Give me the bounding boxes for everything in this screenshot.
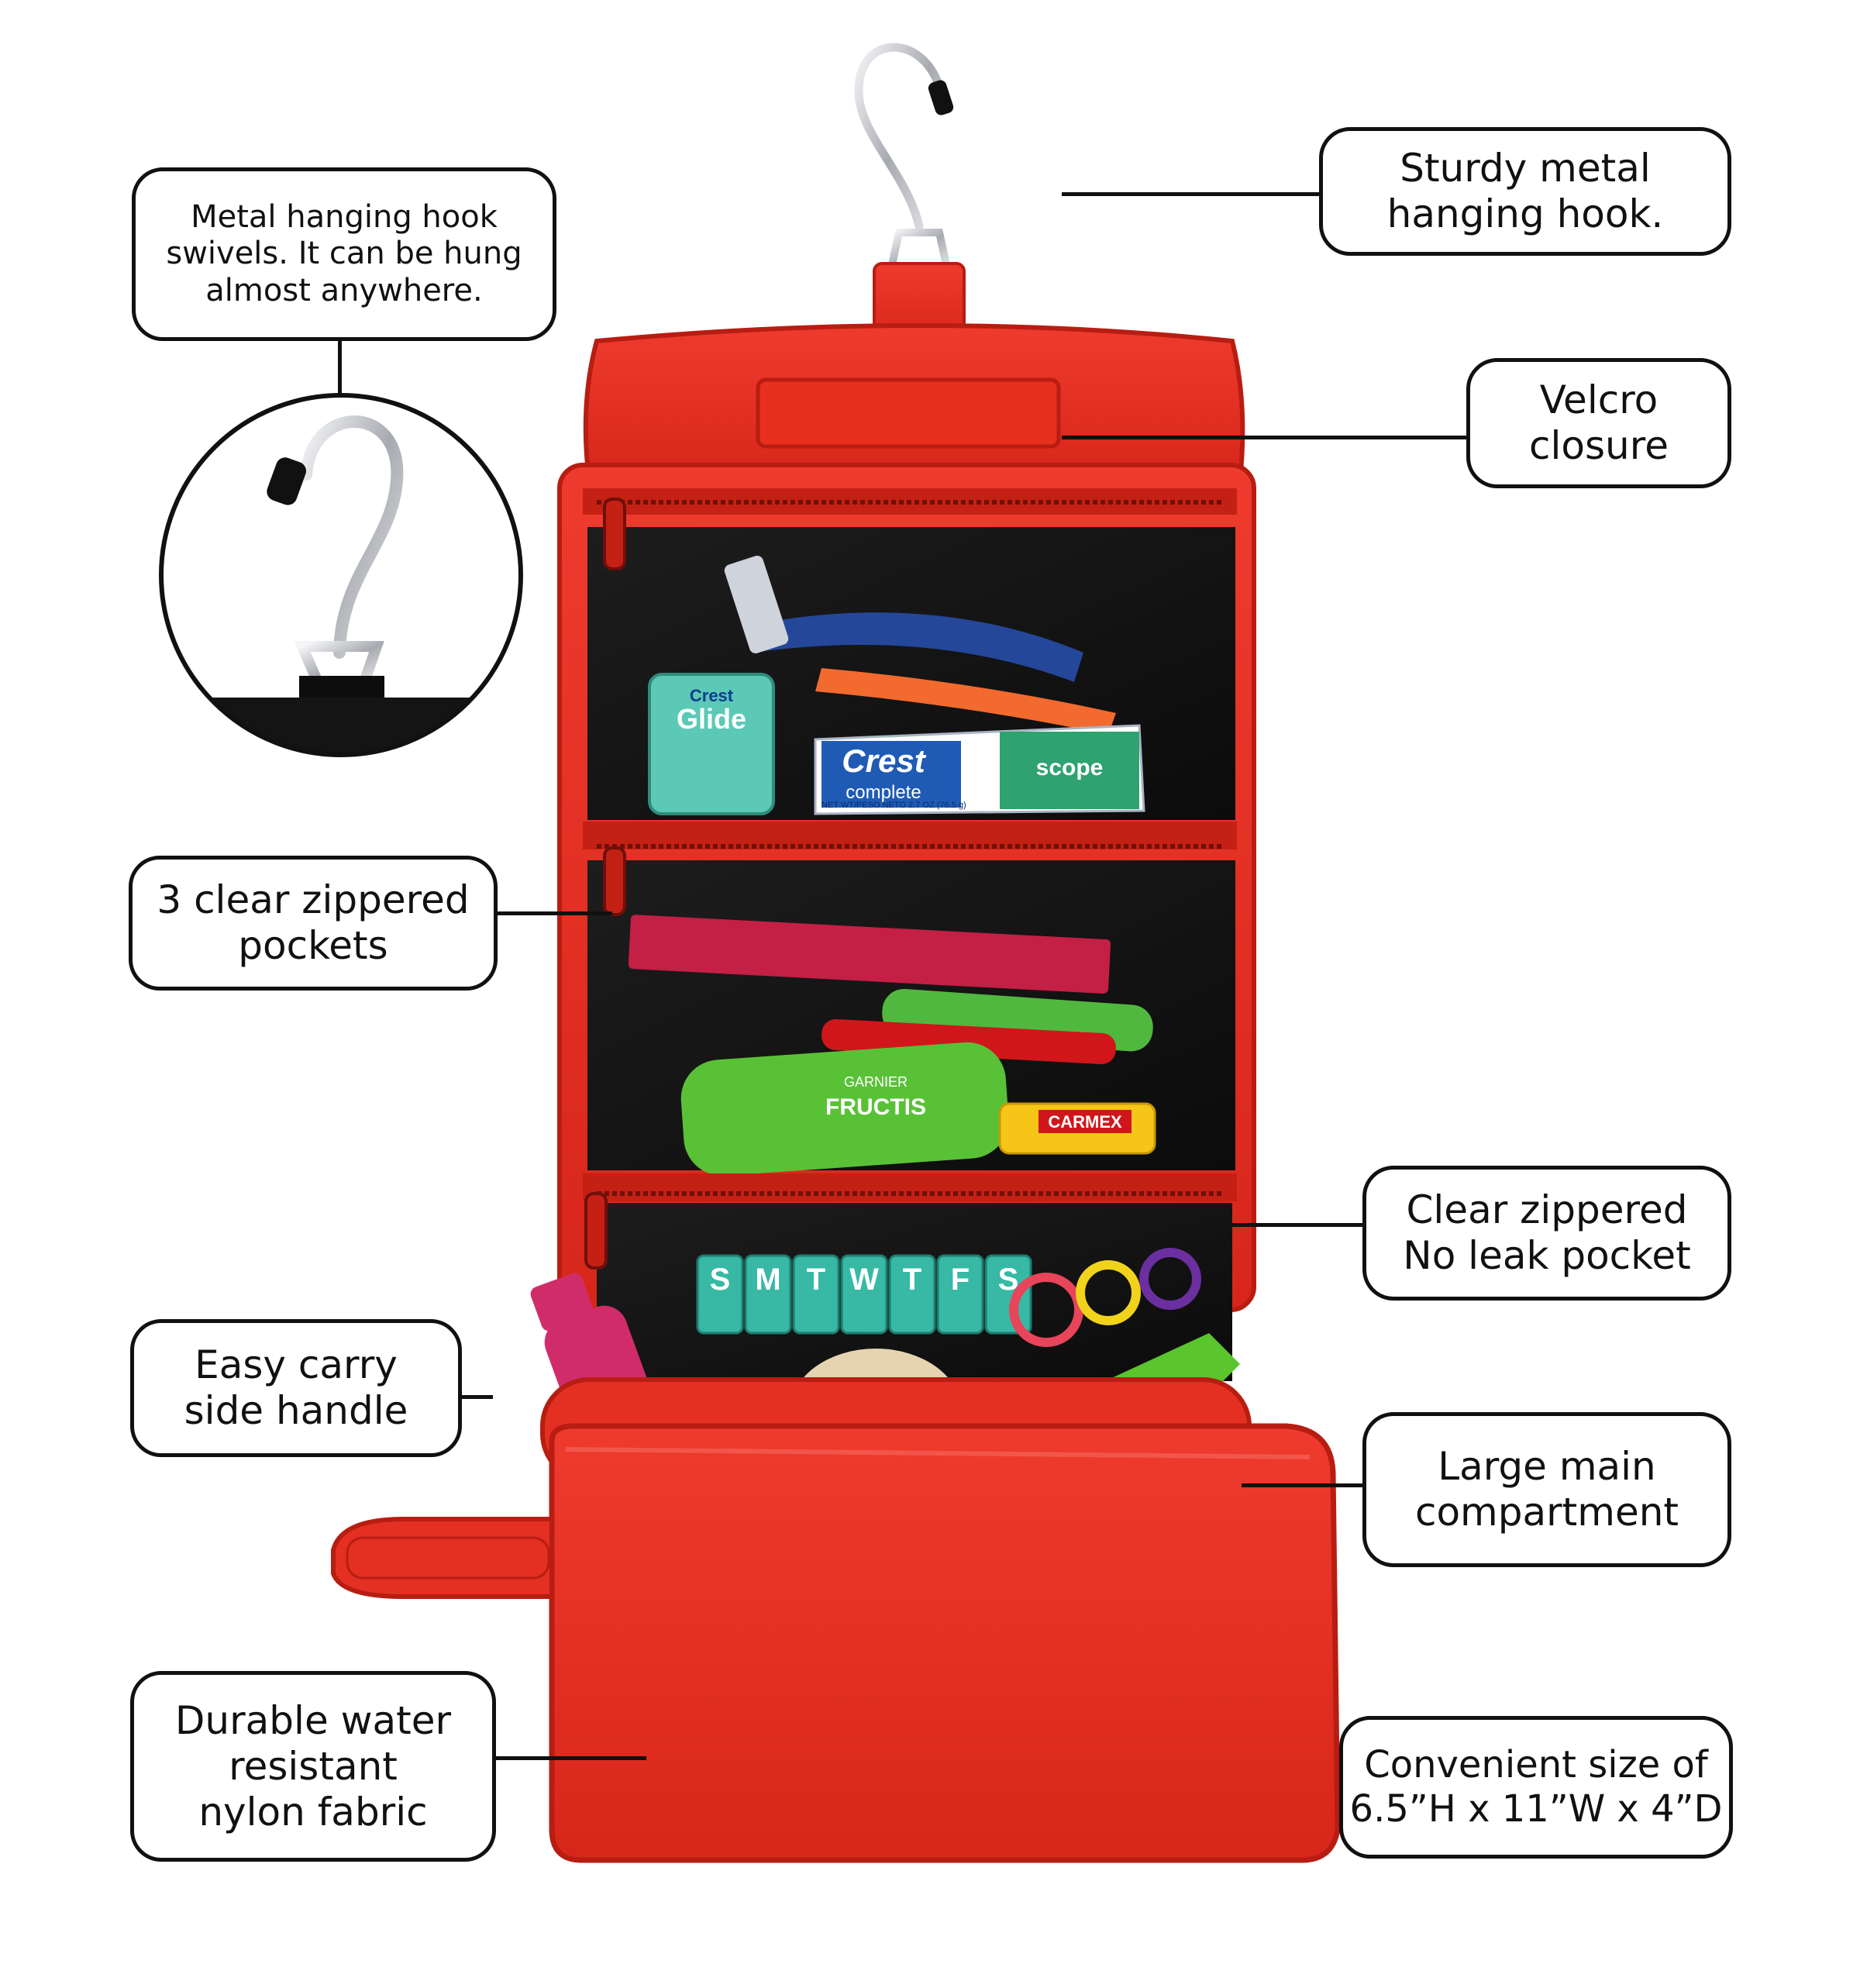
velcro-strip: [756, 377, 1061, 449]
pill-compartment: [696, 1254, 744, 1335]
callout-main-compartment-line-2: compartment: [1414, 1490, 1679, 1535]
shampoo-bottle: GARNIER FRUCTIS: [680, 1042, 1009, 1177]
callout-zippered-pockets-line-2: pockets: [238, 923, 388, 968]
pill-compartment: [984, 1254, 1032, 1335]
zipper-pull-icon: [603, 846, 626, 916]
toothpaste-fine-print: NET WT/PESO NETO 2.7 OZ (76.5 g): [822, 801, 966, 810]
callout-size: Convenient size of 6.5”H x 11”W x 4”D: [1339, 1716, 1733, 1859]
lip-balm-name: CARMEX: [1048, 1112, 1122, 1132]
clear-pocket-1: Crest Glide Crest complete scope NET WT/…: [583, 488, 1237, 820]
zipper-pull-icon: [584, 1192, 608, 1270]
leader-line-swivel: [338, 338, 342, 397]
floss-container: Crest Glide: [648, 673, 775, 815]
pill-compartment: [744, 1254, 792, 1335]
leader-line-no-leak: [1232, 1223, 1362, 1227]
pill-compartment: [936, 1254, 984, 1335]
pill-day-label: T: [807, 1263, 825, 1297]
callout-velcro: Velcro closure: [1466, 358, 1731, 488]
callout-side-handle-line-1: Easy carry: [195, 1342, 398, 1387]
callout-swivel-hook-line-1: Metal hanging hook: [191, 199, 498, 236]
pill-compartment: [888, 1254, 936, 1335]
hanging-hook-icon: [854, 43, 966, 343]
floss-brand: Crest: [690, 686, 734, 705]
leader-line-handle: [460, 1395, 493, 1399]
toothpaste-line: complete: [846, 782, 921, 803]
callout-side-handle-line-2: side handle: [184, 1388, 408, 1433]
hook-detail-icon: [300, 415, 404, 659]
callout-no-leak-pocket-line-1: Clear zippered: [1406, 1187, 1688, 1232]
callout-velcro-line-1: Velcro: [1539, 377, 1658, 422]
callout-main-compartment-line-1: Large main: [1438, 1444, 1656, 1489]
leader-line-compartment: [1242, 1483, 1362, 1487]
shampoo-brand: GARNIER: [844, 1074, 908, 1090]
upper-flap: [583, 323, 1245, 483]
leader-line-fabric: [494, 1756, 646, 1760]
callout-fabric-line-1: Durable water: [174, 1697, 452, 1743]
leader-line-pockets: [496, 911, 612, 915]
callout-swivel-hook-line-3: almost anywhere.: [205, 272, 483, 308]
callout-zippered-pockets: 3 clear zippered pockets: [129, 856, 498, 991]
callout-swivel-hook-line-2: swivels. It can be hung: [166, 236, 522, 272]
callout-size-line-2: 6.5”H x 11”W x 4”D: [1349, 1787, 1723, 1831]
callout-swivel-hook: Metal hanging hook swivels. It can be hu…: [132, 167, 556, 341]
callout-zippered-pockets-line-1: 3 clear zippered: [157, 877, 470, 922]
callout-fabric-line-2: resistant: [229, 1743, 398, 1789]
callout-no-leak-pocket: Clear zippered No leak pocket: [1362, 1166, 1731, 1301]
hook-detail-inset: [159, 393, 523, 757]
callout-velcro-line-2: closure: [1529, 423, 1669, 468]
toothpaste-tube: Crest complete scope NET WT/PESO NETO 2.…: [814, 724, 1145, 815]
callout-fabric-line-3: nylon fabric: [198, 1789, 428, 1835]
callout-metal-hook: Sturdy metal hanging hook.: [1319, 127, 1731, 256]
callout-metal-hook-line-1: Sturdy metal: [1400, 146, 1651, 191]
pill-day-label: T: [903, 1263, 921, 1297]
callout-size-line-1: Convenient size of: [1364, 1743, 1708, 1787]
pill-day-label: F: [951, 1263, 970, 1297]
leader-line-metal-hook: [1062, 192, 1319, 196]
toothpaste-brand: Crest: [842, 742, 926, 779]
floss-name: Glide: [677, 703, 746, 735]
zipper-pull-icon: [603, 498, 626, 570]
callout-main-compartment: Large main compartment: [1362, 1412, 1731, 1567]
pill-day-label: M: [755, 1263, 780, 1297]
side-handle: [331, 1517, 554, 1599]
callout-metal-hook-line-2: hanging hook.: [1386, 191, 1664, 236]
toothpaste-flavor: scope: [1036, 755, 1104, 780]
lip-balm: CARMEX: [998, 1102, 1156, 1155]
callout-fabric: Durable water resistant nylon fabric: [130, 1671, 496, 1862]
leader-line-velcro: [1062, 436, 1466, 439]
main-compartment: [540, 1377, 1341, 1863]
shampoo-name: FRUCTIS: [825, 1094, 926, 1120]
callout-no-leak-pocket-line-2: No leak pocket: [1403, 1233, 1691, 1278]
pill-day-label: W: [849, 1263, 879, 1297]
pill-day-label: S: [710, 1263, 731, 1297]
pill-compartment: [840, 1254, 888, 1335]
callout-side-handle: Easy carry side handle: [130, 1319, 462, 1457]
clear-pocket-2: GARNIER FRUCTIS CARMEX: [583, 822, 1237, 1177]
pill-compartment: [792, 1254, 840, 1335]
